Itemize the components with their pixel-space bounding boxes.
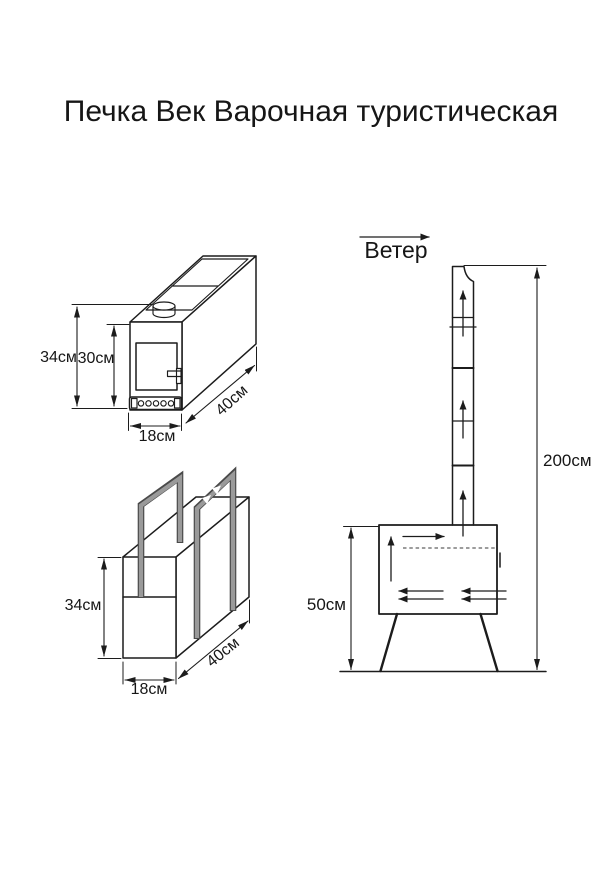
strap-fill <box>138 473 183 597</box>
bag-side-face <box>175 496 250 659</box>
page-title: Печка Век Варочная туристическая <box>64 95 558 128</box>
wind-label: Ветер <box>364 237 427 263</box>
stove-dimensions: 34см 30см 18см 40см <box>40 304 257 445</box>
dimension-extension-lines <box>71 304 257 431</box>
bag-front-face <box>122 556 177 659</box>
chimney-height-label: 200см <box>543 451 592 470</box>
vent-hole <box>152 400 160 407</box>
bag-strap-back <box>193 466 237 639</box>
dimension-extension-lines <box>343 265 547 527</box>
vent-hole <box>167 400 175 407</box>
vent-hole <box>137 400 145 407</box>
chimney-collar <box>152 301 176 319</box>
air-vent <box>128 396 183 411</box>
vent-end-caps <box>130 397 181 409</box>
bag-strap-front <box>137 470 184 598</box>
stove-depth-label: 40см <box>213 382 252 419</box>
stove-legs <box>379 612 499 673</box>
installation-dimensions: 50см 200см <box>307 265 592 671</box>
bag-width-label: 18см <box>131 681 168 698</box>
bag-height-label: 34см <box>65 597 102 614</box>
stove-overall-height-label: 34см <box>40 349 77 366</box>
stove-front-height-label: 30см <box>78 350 115 367</box>
pipe-joint-lines <box>451 367 475 467</box>
collar-top <box>152 301 176 311</box>
vent-bar <box>128 396 183 411</box>
stove-body <box>378 524 498 615</box>
stove-door <box>135 342 178 391</box>
bag-depth-label: 40см <box>204 634 243 670</box>
vent-hole <box>145 400 152 407</box>
stove-top-lid-panel <box>145 258 249 311</box>
dimension-extension-lines <box>97 557 250 685</box>
internal-airflow <box>387 533 507 603</box>
stove-width-label: 18см <box>139 428 176 445</box>
vent-hole <box>160 400 167 407</box>
collar-bottom-arc <box>152 312 176 319</box>
chimney-pipe <box>451 265 475 526</box>
bag-depth-dimension-line <box>177 620 249 680</box>
stove-box-drawing: 34см 30см 18см 40см <box>40 255 257 445</box>
carry-bag-drawing: 34см 18см 40см <box>65 466 250 698</box>
depth-40-dimension-line <box>185 364 256 424</box>
installation-drawing: Ветер 50см 200см <box>307 233 592 673</box>
door-handle <box>166 367 182 385</box>
firebox-height-label: 50см <box>307 595 346 614</box>
strap-stitch-marks <box>202 485 221 504</box>
